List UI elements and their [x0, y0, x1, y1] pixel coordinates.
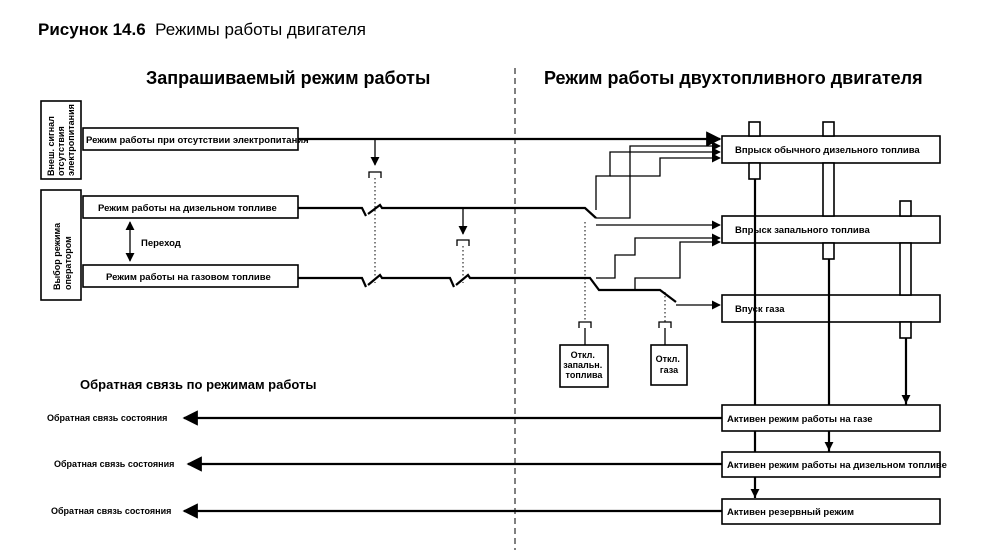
transition-label: Переход — [141, 238, 181, 249]
pilot-cutoff-box — [559, 344, 609, 388]
gas-active-label: Активен режим работы на газе — [727, 414, 873, 425]
figure-number: Рисунок 14.6 — [38, 20, 146, 39]
switch-bracket-2 — [456, 239, 470, 246]
pilot-cutoff-bracket — [578, 321, 592, 328]
gas-cutoff-bracket — [658, 321, 672, 328]
header-dual-fuel-mode: Режим работы двухтопливного двигателя — [544, 68, 923, 88]
feedback-status-label-3: Обратная связь состояния — [51, 506, 171, 516]
header-requested-mode: Запрашиваемый режим работы — [146, 68, 430, 88]
ext-signal-box — [40, 100, 82, 180]
feedback-status-label-1: Обратная связь состояния — [47, 413, 167, 423]
bus-bar-pilot-mid — [822, 162, 835, 217]
figure-caption: Рисунок 14.6 Режимы работы двигателя — [38, 20, 366, 39]
diesel-active-label: Активен режим работы на дизельном топлив… — [727, 460, 947, 471]
bus-bar-gas-mid — [899, 242, 912, 296]
feedback-status-label-2: Обратная связь состояния — [54, 459, 174, 469]
diesel-mode-line — [298, 203, 597, 219]
feedback-title: Обратная связь по режимам работы — [80, 377, 316, 392]
route-pilot-3 — [634, 237, 721, 290]
diesel-active-box — [721, 451, 941, 478]
gas-active-box — [721, 404, 941, 432]
route-pilot-2 — [596, 233, 721, 279]
gas-mode-line — [298, 273, 677, 303]
operator-select-box — [40, 189, 82, 301]
switch-bracket-1 — [368, 171, 382, 178]
route-diesel-3 — [596, 141, 721, 219]
bus-bar-pilot-top — [822, 121, 835, 137]
gas-inlet-label: Впуск газа — [735, 304, 785, 315]
gas-cutoff-box — [650, 344, 688, 386]
bus-bar-diesel-top — [748, 121, 761, 137]
pilot-injection-box — [721, 215, 941, 244]
route-diesel-2 — [610, 153, 721, 177]
diesel-injection-label: Впрыск обычного дизельного топлива — [735, 145, 920, 156]
power-loss-mode-label: Режим работы при отсутствии электропитан… — [86, 135, 309, 146]
figure-title: Режимы работы двигателя — [155, 20, 366, 39]
pilot-cutoff-label: Откл. запальн. топлива — [563, 350, 605, 380]
backup-active-box — [721, 498, 941, 525]
route-diesel-1 — [595, 147, 721, 210]
gas-inlet-box — [721, 294, 941, 323]
bus-bar-gas-bottom — [899, 321, 912, 339]
bus-bar-pilot-bottom — [822, 242, 835, 260]
diesel-mode-label: Режим работы на дизельном топливе — [98, 203, 277, 214]
gas-mode-label: Режим работы на газовом топливе — [106, 272, 271, 283]
bus-bar-diesel-bottom — [748, 162, 761, 180]
pilot-injection-label: Впрыск запального топлива — [735, 225, 870, 236]
backup-active-label: Активен резервный режим — [727, 507, 854, 518]
operator-select-label: Выбор режима оператором — [52, 220, 73, 290]
gas-cutoff-label: Откл. газа — [656, 354, 683, 375]
ext-signal-label: Внеш. сигнал отсутствия электропитания — [46, 104, 76, 176]
gas-mode-box — [82, 264, 299, 288]
bus-bar-gas-top — [899, 200, 912, 217]
